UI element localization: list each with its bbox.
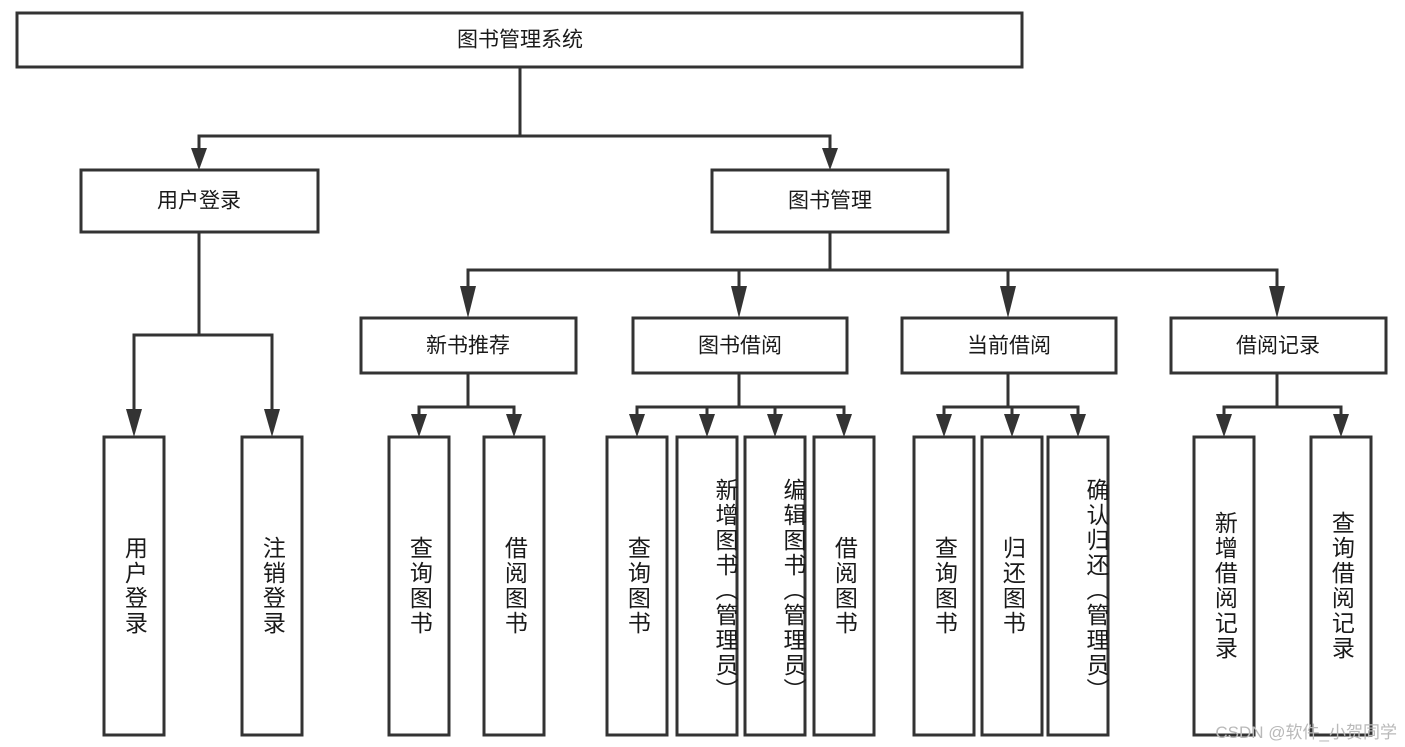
arrow-to-level3-1 xyxy=(731,286,747,318)
node-user-login-box[interactable] xyxy=(79,168,320,234)
node-root-label: 图书管理系统 xyxy=(457,29,583,52)
node-book-management[interactable]: 图书管理 xyxy=(710,168,950,234)
node-book-borrow[interactable]: 图书借阅 xyxy=(631,316,849,375)
leaf-box-current-2[interactable] xyxy=(1046,435,1110,737)
arrow-to-book-mgmt xyxy=(822,148,838,170)
arrow-borrow-child-0 xyxy=(629,414,645,437)
node-borrow-records-label: 借阅记录 xyxy=(1236,335,1320,358)
leaf-box-borrow-2[interactable] xyxy=(743,435,807,737)
node-book-management-label: 图书管理 xyxy=(788,190,872,213)
node-book-borrow-label: 图书借阅 xyxy=(698,335,782,358)
node-user-login-label: 用户登录 xyxy=(157,190,241,213)
node-borrow-records-box[interactable] xyxy=(1169,316,1388,375)
node-current-borrow-label: 当前借阅 xyxy=(967,335,1051,358)
arrow-current-child-1 xyxy=(1004,414,1020,437)
arrow-user-login-child-0 xyxy=(126,409,142,437)
node-current-borrow[interactable]: 当前借阅 xyxy=(900,316,1118,375)
arrow-to-user-login xyxy=(191,148,207,170)
arrow-to-level3-2 xyxy=(1000,286,1016,318)
node-current-borrow-box[interactable] xyxy=(900,316,1118,375)
arrow-borrow-child-2 xyxy=(767,414,783,437)
node-root-box[interactable] xyxy=(15,11,1024,69)
arrow-current-child-0 xyxy=(936,414,952,437)
node-book-borrow-box[interactable] xyxy=(631,316,849,375)
leaf-box-records-0[interactable] xyxy=(1192,435,1256,737)
leaf-box-group xyxy=(102,435,1373,737)
arrow-to-level3-3 xyxy=(1269,286,1285,318)
arrow-to-level3-0 xyxy=(460,286,476,318)
leaf-box-current-1[interactable] xyxy=(980,435,1044,737)
leaf-box-current-0[interactable] xyxy=(912,435,976,737)
node-new-book-recommend[interactable]: 新书推荐 xyxy=(359,316,578,375)
leaf-box-borrow-3[interactable] xyxy=(812,435,876,737)
node-new-book-recommend-box[interactable] xyxy=(359,316,578,375)
leaf-box-borrow-1[interactable] xyxy=(675,435,739,737)
node-new-book-recommend-label: 新书推荐 xyxy=(426,335,510,358)
arrow-records-child-1 xyxy=(1333,414,1349,437)
leaf-box-borrow-0[interactable] xyxy=(605,435,669,737)
leaf-box-user-login-0[interactable] xyxy=(102,435,166,737)
csdn-watermark: CSDN @软件_小贺同学 xyxy=(1215,723,1397,742)
arrow-borrow-child-1 xyxy=(699,414,715,437)
connector-group xyxy=(126,65,1349,437)
node-user-login[interactable]: 用户登录 xyxy=(79,168,320,234)
arrow-newbook-child-0 xyxy=(411,414,427,437)
leaf-box-newbook-0[interactable] xyxy=(387,435,451,737)
node-book-management-box[interactable] xyxy=(710,168,950,234)
node-root[interactable]: 图书管理系统 xyxy=(15,11,1024,69)
arrow-newbook-child-1 xyxy=(506,414,522,437)
leaf-box-records-1[interactable] xyxy=(1309,435,1373,737)
leaf-box-user-login-1[interactable] xyxy=(240,435,304,737)
node-borrow-records[interactable]: 借阅记录 xyxy=(1169,316,1388,375)
arrow-borrow-child-3 xyxy=(836,414,852,437)
arrow-current-child-2 xyxy=(1070,414,1086,437)
arrow-records-child-0 xyxy=(1216,414,1232,437)
arrow-user-login-child-1 xyxy=(264,409,280,437)
leaf-box-newbook-1[interactable] xyxy=(482,435,546,737)
